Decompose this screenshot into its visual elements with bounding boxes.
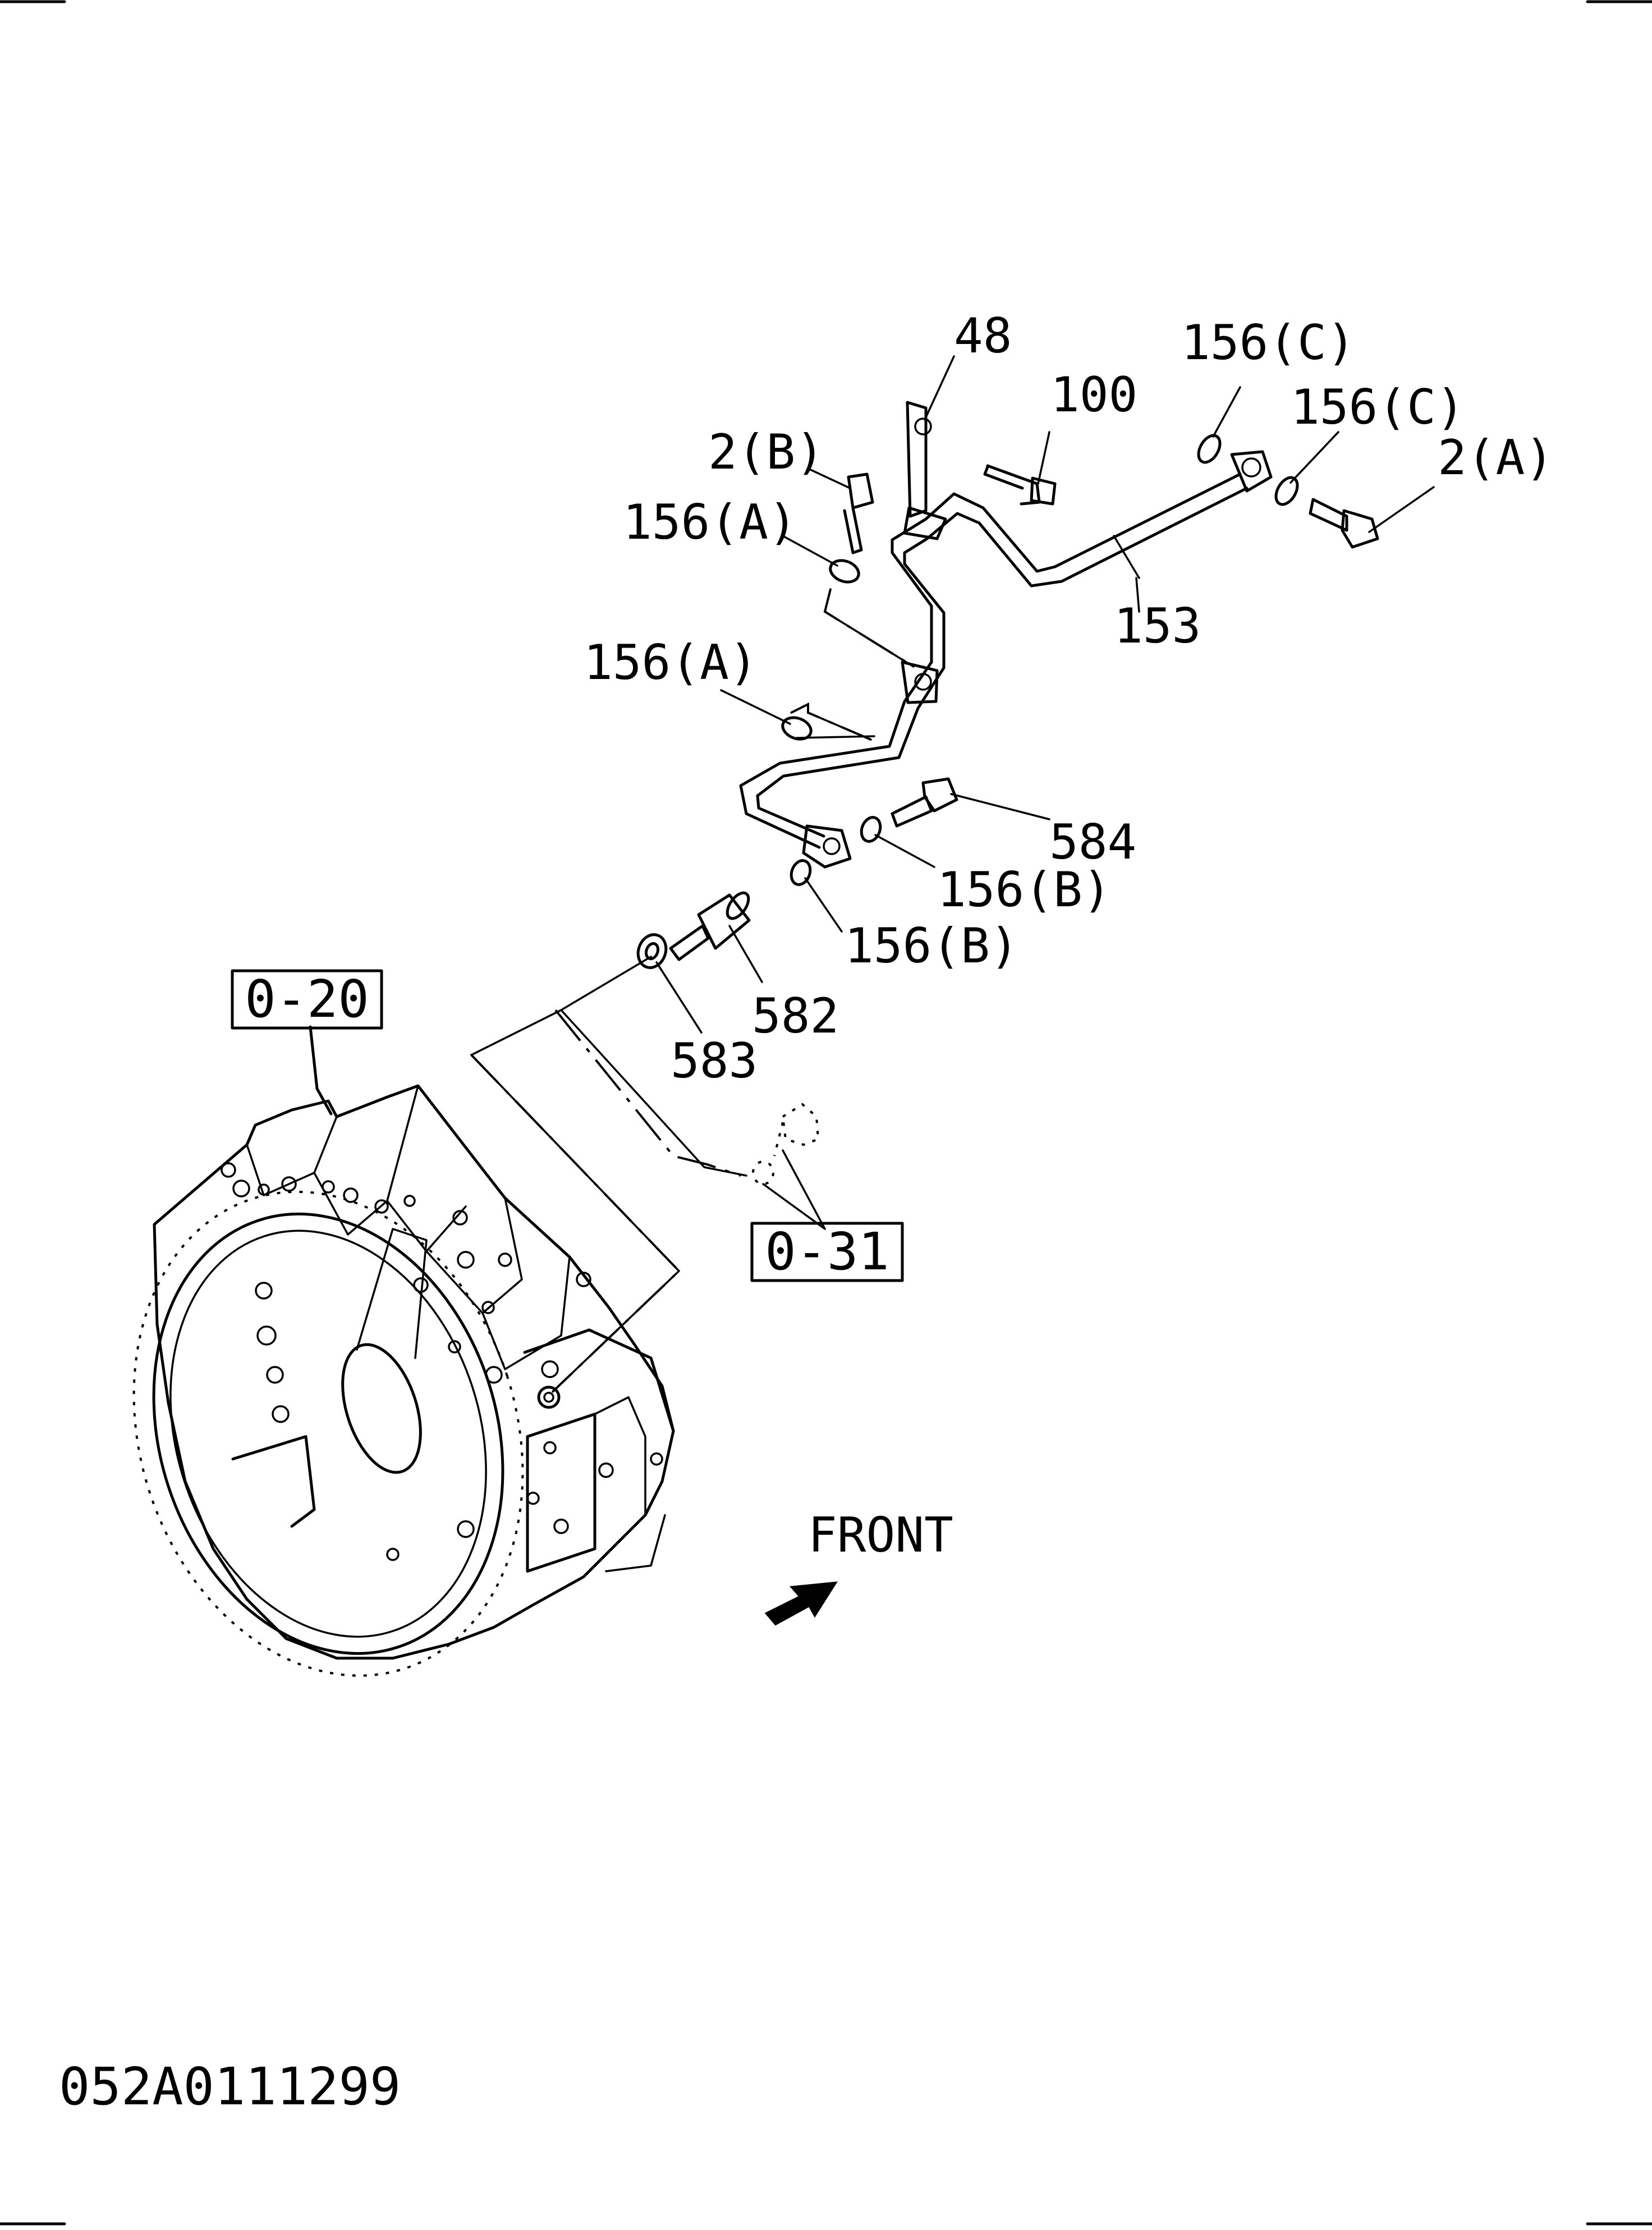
- washer-156a-upper: [829, 559, 860, 584]
- label-100: 100: [1050, 367, 1137, 423]
- assembly-centrelines: [470, 588, 915, 1393]
- oil-pipe-153: [739, 450, 1273, 869]
- front-arrow-icon: [764, 1581, 838, 1626]
- washer-156b-upper: [860, 816, 882, 843]
- label-2b: 2(B): [708, 424, 824, 480]
- washer-583: [636, 933, 668, 969]
- label-156b-upper: 156(B): [937, 862, 1112, 918]
- front-indicator: FRONT: [764, 1507, 953, 1626]
- washer-156c-right: [1274, 476, 1299, 506]
- leader-lines: [655, 355, 1435, 1230]
- label-156b-lower: 156(B): [845, 918, 1019, 974]
- washer-156c-top: [1197, 434, 1222, 464]
- front-label: FRONT: [808, 1507, 953, 1563]
- label-48: 48: [954, 308, 1012, 364]
- banjo-bolt-2b: [843, 472, 874, 554]
- ref-box-0-20: 0-20: [231, 969, 383, 1030]
- plug-0-31: [752, 1103, 820, 1185]
- banjo-bolt-2a: [1309, 498, 1379, 549]
- bracket-48: [906, 401, 932, 518]
- label-582: 582: [752, 988, 839, 1044]
- label-583: 583: [671, 1033, 758, 1089]
- label-2a: 2(A): [1438, 430, 1554, 486]
- label-156c-right: 156(C): [1291, 379, 1465, 435]
- washer-156a-lower: [781, 716, 813, 741]
- bolt-584: [891, 777, 958, 828]
- union-582: [669, 891, 751, 961]
- label-156a-upper: 156(A): [623, 494, 797, 550]
- bolt-100: [983, 464, 1057, 506]
- part-labels: 48 100 156(C) 156(C) 2(A) 2(B) 156(A) 15…: [584, 308, 1554, 1089]
- ref-label-0-31: 0-31: [765, 1222, 889, 1282]
- label-156c-top: 156(C): [1181, 315, 1356, 371]
- label-156a-lower: 156(A): [584, 635, 758, 691]
- drawing-number: 052A0111299: [59, 2057, 401, 2117]
- ref-box-0-31: 0-31: [750, 1222, 904, 1282]
- washer-156b-lower: [790, 859, 812, 886]
- leader-0-20: [309, 1025, 333, 1116]
- transmission-housing: [132, 1084, 675, 1677]
- ref-label-0-20: 0-20: [245, 969, 369, 1029]
- label-584: 584: [1049, 814, 1136, 870]
- label-153: 153: [1114, 598, 1201, 654]
